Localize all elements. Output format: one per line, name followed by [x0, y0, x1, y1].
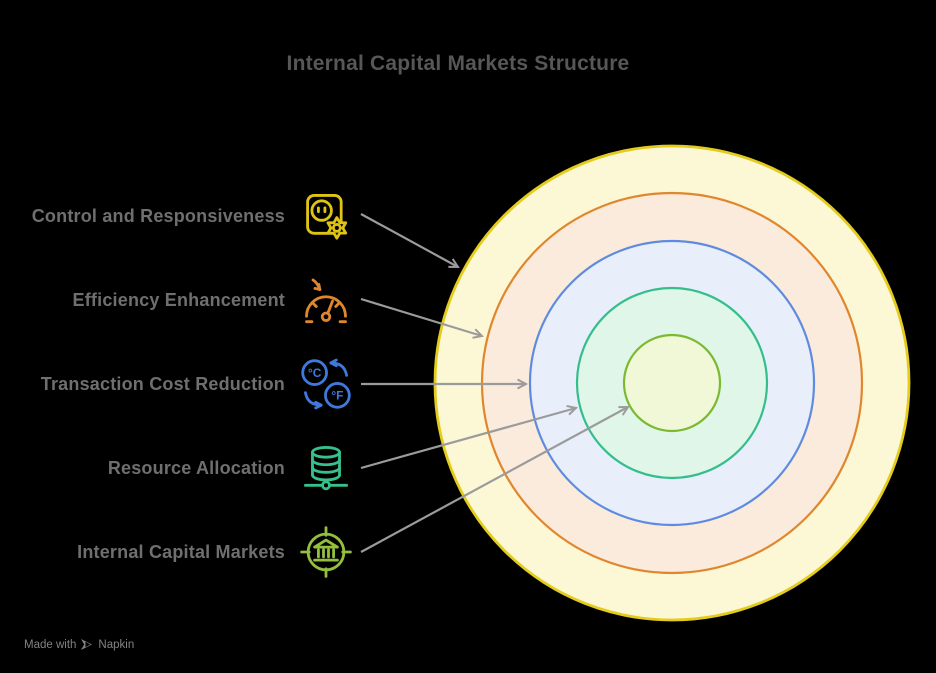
database-network-icon [300, 442, 352, 494]
arrow-icm-to-center [360, 405, 630, 553]
item-label: Transaction Cost Reduction [40, 373, 285, 394]
concentric-rings [433, 144, 911, 622]
item-label: Control and Responsiveness [31, 205, 285, 226]
arrow-resource-to-ring4 [360, 404, 579, 470]
legend-item-resource-allocation: Resource Allocation [20, 438, 352, 498]
legend-item-efficiency-enhancement: Efficiency Enhancement [20, 270, 352, 330]
legend-item-control-and-responsiveness: Control and Responsiveness [20, 186, 352, 246]
napkin-logo-icon [81, 639, 93, 651]
item-label: Resource Allocation [107, 457, 285, 478]
svg-text:°F: °F [331, 389, 343, 403]
watermark-brand-text: Napkin [98, 639, 135, 651]
arrow-efficiency-to-ring2 [360, 297, 485, 339]
speedometer-icon [300, 274, 352, 326]
item-label: Efficiency Enhancement [72, 289, 285, 310]
page-title: Internal Capital Markets Structure [286, 52, 630, 75]
legend-item-transaction-cost-reduction: Transaction Cost Reduction °C °F [20, 354, 352, 414]
control-settings-icon [300, 190, 352, 242]
legend-item-internal-capital-markets: Internal Capital Markets [20, 522, 352, 582]
bank-target-icon [300, 526, 352, 578]
item-label: Internal Capital Markets [77, 541, 285, 562]
watermark-made-with-text: Made with [24, 639, 77, 651]
connector-arrows [360, 213, 630, 553]
arrow-control-to-outer-ring [360, 213, 460, 269]
napkin-watermark[interactable]: Made with Napkin [24, 636, 134, 654]
svg-text:°C: °C [308, 366, 322, 380]
unit-conversion-icon: °C °F [300, 358, 352, 410]
ring-internal-capital-markets [622, 333, 722, 433]
